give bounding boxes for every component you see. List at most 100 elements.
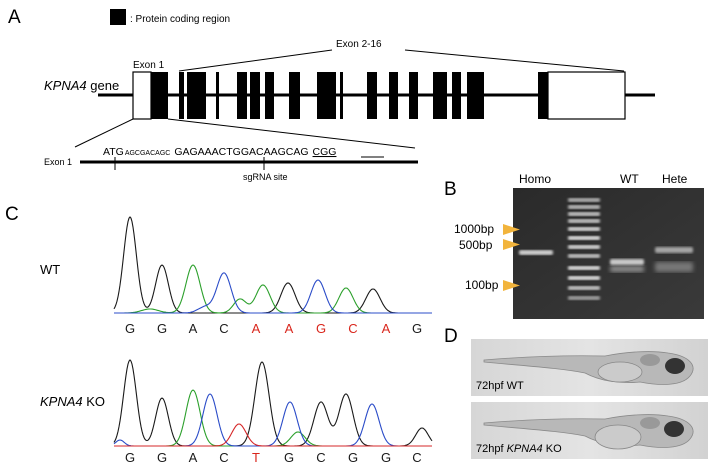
ko-base-3: A — [189, 450, 198, 465]
gel-band-homo — [519, 250, 553, 255]
panel-label-d: D — [444, 326, 458, 347]
exons-2-16 — [179, 72, 548, 119]
wt-base-10: G — [412, 321, 422, 336]
embryo-photo-wt: 72hpf WT — [471, 339, 708, 396]
ladder-band-11 — [568, 286, 600, 290]
wt-base-6: A — [285, 321, 294, 336]
embryo-wt-label: 72hpf WT — [476, 380, 524, 392]
exon-box-4 — [216, 72, 219, 119]
exon1-label: Exon 1 — [133, 60, 165, 71]
wt-base-1: G — [125, 321, 135, 336]
wt-base-4: C — [219, 321, 228, 336]
marker-1000bp: 1000bp — [454, 222, 494, 236]
ladder-band-2 — [568, 205, 600, 209]
chromatogram-wt-label: WT — [40, 262, 60, 277]
trace-g — [113, 216, 432, 314]
ko-base-1: G — [125, 450, 135, 465]
marker-arrow-100bp — [503, 280, 520, 291]
gel-lane-hete: Hete — [662, 172, 688, 186]
gel-ladder — [568, 198, 600, 300]
marker-500bp: 500bp — [459, 238, 493, 252]
ladder-band-8 — [568, 254, 600, 258]
chromatogram-ko-label: KPNA4 KO — [40, 394, 105, 409]
panel-b: B Homo WT Hete 1000bp 500bp 100bp — [444, 172, 704, 319]
ladder-band-3 — [568, 212, 600, 216]
ladder-band-4 — [568, 219, 600, 223]
trace-c — [114, 272, 432, 314]
exon-box-2 — [179, 72, 184, 119]
ladder-band-9 — [568, 266, 600, 270]
exon1-coding-box — [151, 72, 168, 119]
gel-band-wt — [610, 259, 644, 265]
marker-100bp: 100bp — [465, 278, 499, 292]
wt-base-7: G — [316, 321, 326, 336]
exon-box-5 — [237, 72, 247, 119]
ladder-band-12 — [568, 296, 600, 300]
exon-box-6 — [250, 72, 260, 119]
chromatogram-wt-trace — [113, 216, 432, 314]
exon1-utr-box — [132, 71, 152, 120]
ladder-band-5 — [568, 227, 600, 231]
ko-base-6: G — [284, 450, 294, 465]
panel-label-b: B — [444, 179, 457, 200]
trace-t — [114, 423, 432, 447]
wt-base-9: A — [382, 321, 391, 336]
marker-arrow-1000bp — [503, 224, 520, 235]
panel-c: C WT KPNA4 KO G G A C A A G C A G G G A C T G C G G C — [5, 204, 433, 465]
exon-box-15 — [452, 72, 461, 119]
wt-base-2: G — [157, 321, 167, 336]
panel-a: A : Protein coding region KPNA4 gene Exo… — [8, 7, 655, 182]
exon2-16-bracket-right — [404, 49, 625, 72]
exon-box-14 — [433, 72, 447, 119]
gel-lane-wt: WT — [620, 172, 639, 186]
gel-band-hete-upper — [655, 247, 693, 253]
panel-label-c: C — [5, 204, 19, 225]
gene-label: KPNA4 gene — [44, 78, 119, 93]
embryo-ko-label: 72hpf KPNA4 KO — [476, 443, 562, 455]
ko-base-2: G — [157, 450, 167, 465]
gel-band-hete-lower — [655, 262, 693, 272]
wt-base-5: A — [252, 321, 261, 336]
zoom-line-right — [167, 118, 416, 149]
trace-g — [113, 359, 433, 447]
zoom-line-left — [74, 118, 134, 148]
ladder-band-1 — [568, 198, 600, 202]
gel-lane-homo: Homo — [519, 172, 551, 186]
ko-base-8: G — [348, 450, 358, 465]
chromatogram-ko-trace — [113, 359, 433, 447]
gel-band-wt-smear — [610, 266, 644, 272]
wt-base-3: A — [189, 321, 198, 336]
ko-base-9: G — [381, 450, 391, 465]
panel-d: D 72hpf WT 72hpf KPNA4 KO — [444, 326, 708, 459]
exon-box-16 — [467, 72, 484, 119]
marker-arrow-500bp — [503, 239, 520, 250]
embryo-photo-ko: 72hpf KPNA4 KO — [471, 402, 708, 459]
ladder-band-10 — [568, 276, 600, 280]
ko-base-4: C — [219, 450, 228, 465]
protein-coding-legend-text: : Protein coding region — [130, 14, 230, 25]
ladder-band-6 — [568, 236, 600, 240]
exon2-16-bracket-left — [178, 49, 333, 72]
panel-label-a: A — [8, 7, 21, 28]
exon-box-10 — [340, 72, 343, 119]
exon-box-13 — [409, 72, 418, 119]
exon2-16-label: Exon 2-16 — [336, 39, 382, 50]
exon-box-8 — [289, 72, 300, 119]
zoom-exon1-label: Exon 1 — [44, 157, 72, 167]
exon-box-12 — [389, 72, 398, 119]
sgrna-site-label: sgRNA site — [243, 172, 288, 182]
ko-base-5: T — [252, 450, 260, 465]
wt-base-8: C — [348, 321, 357, 336]
exon-box-3 — [187, 72, 206, 119]
ladder-band-7 — [568, 245, 600, 249]
ko-base-10: C — [412, 450, 421, 465]
exon-box-9 — [317, 72, 336, 119]
ko-base-7: C — [316, 450, 325, 465]
exon-box-7 — [265, 72, 274, 119]
exon16-utr-box — [547, 71, 626, 120]
exon-box-11 — [367, 72, 377, 119]
